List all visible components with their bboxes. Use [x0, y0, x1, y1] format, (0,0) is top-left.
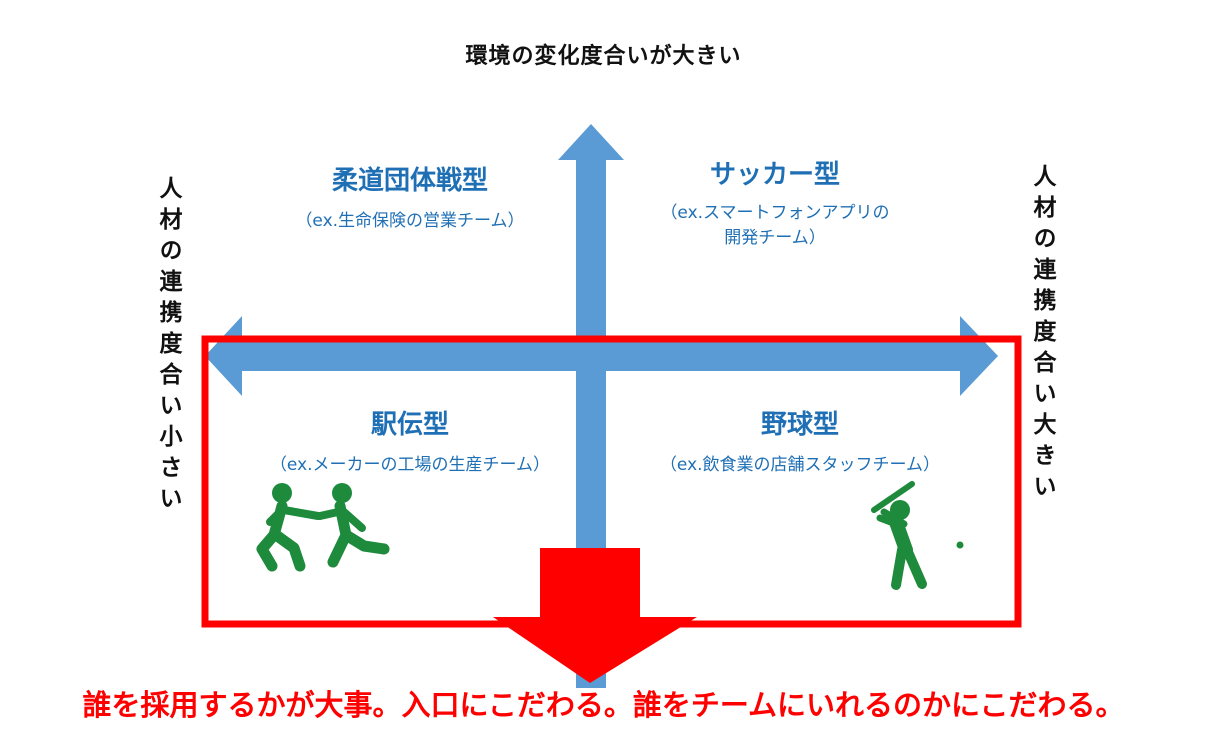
quadrant-title: 柔道団体戦型 [331, 166, 488, 196]
relay-runners-icon [256, 483, 390, 572]
quadrant-example: （ex.生命保険の営業チーム） [295, 211, 525, 231]
red-down-arrow [493, 548, 697, 683]
baseball-batter-icon [871, 481, 964, 590]
quadrant-example: （ex.飲食業の店舗スタッフチーム） [659, 455, 941, 475]
axis-label-top: 環境の変化度合いが大きい [465, 44, 742, 69]
quadrant-top-left: 柔道団体戦型 （ex.生命保険の営業チーム） [230, 160, 590, 234]
quadrant-bottom-right: 野球型 （ex.飲食業の店舗スタッフチーム） [615, 404, 985, 478]
quadrant-title: サッカー型 [709, 160, 840, 190]
quadrant-top-right: サッカー型 （ex.スマートフォンアプリの 開発チーム） [610, 154, 940, 250]
axis-label-left: 人材の連携度合い小さい [155, 176, 181, 517]
quadrant-title: 野球型 [760, 410, 839, 440]
quadrant-example-line2: 開発チーム） [724, 227, 826, 248]
conclusion-text: 誰を採用するかが大事。入口にこだわる。誰をチームにいれるのかにこだわる。 [82, 688, 1125, 722]
quadrant-example-line1: （ex.スマートフォンアプリの [660, 203, 890, 223]
quadrant-example: （ex.メーカーの工場の生産チーム） [269, 455, 551, 475]
quadrant-bottom-left: 駅伝型 （ex.メーカーの工場の生産チーム） [220, 404, 600, 478]
quadrant-title: 駅伝型 [370, 410, 449, 440]
axis-label-right: 人材の連携度合い大きい [1029, 164, 1055, 505]
